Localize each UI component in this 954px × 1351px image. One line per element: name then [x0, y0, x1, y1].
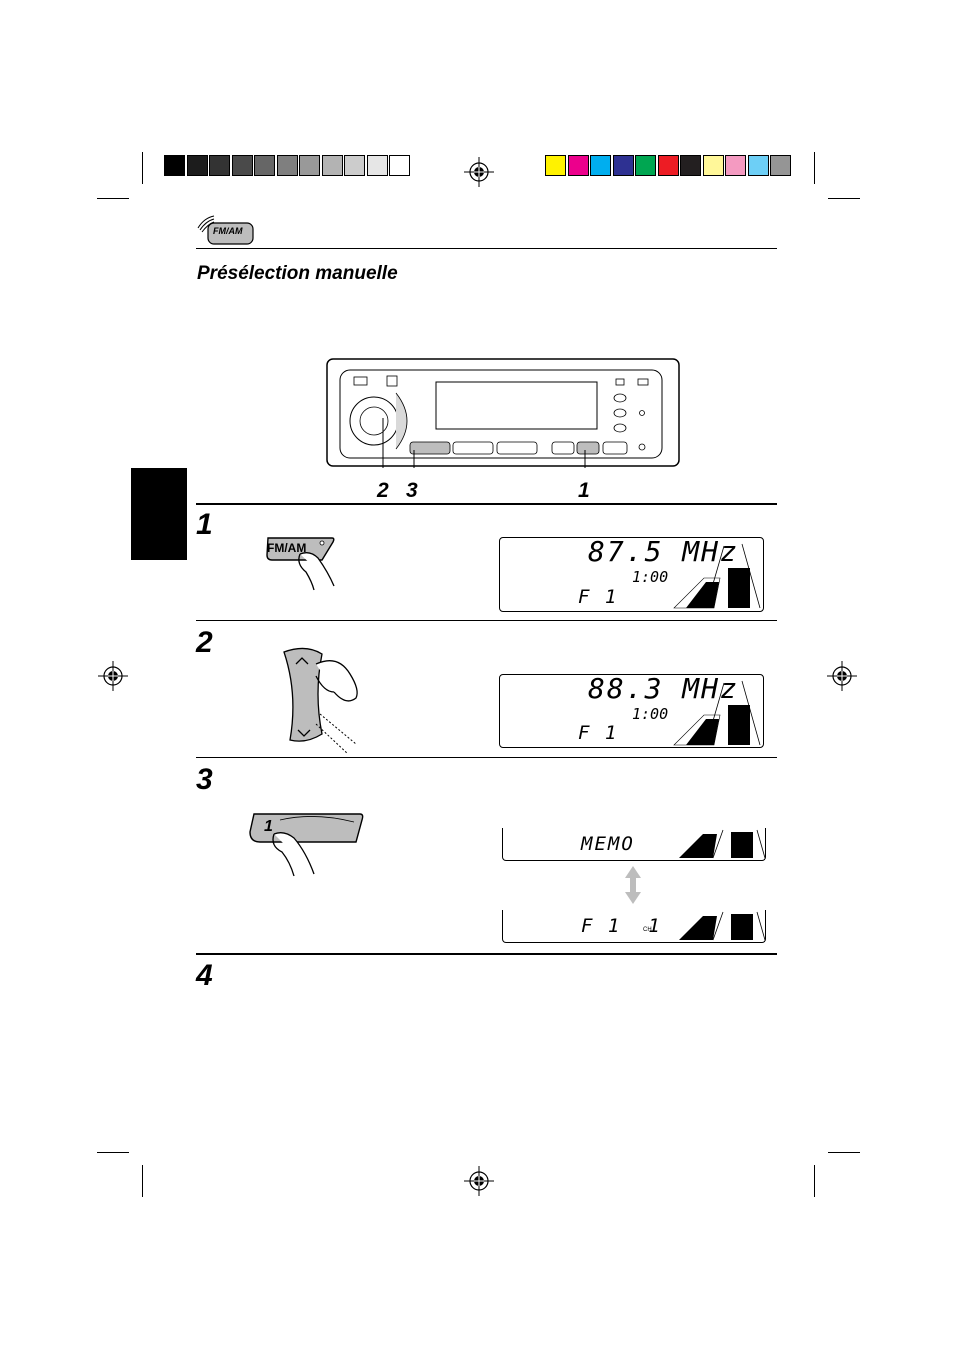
- registration-mark-icon: [98, 661, 128, 691]
- language-side-tab: [131, 468, 187, 560]
- lcd-display-step2: 88.3 MHz 1:00 F 1: [499, 672, 764, 748]
- section-title: Présélection manuelle: [197, 263, 398, 284]
- header-rule: [196, 248, 777, 249]
- crop-mark: [828, 1152, 860, 1153]
- calibration-swatch: [747, 155, 769, 176]
- step-divider: [196, 620, 777, 621]
- step-divider: [196, 953, 777, 955]
- finger-press-icon: [266, 537, 335, 591]
- registration-mark-icon: [464, 157, 494, 187]
- calibration-swatch: [725, 155, 746, 176]
- step-divider: [196, 757, 777, 758]
- calibration-swatch: [276, 155, 298, 176]
- signal-strength-icon: [673, 680, 761, 746]
- calibration-swatch: [209, 155, 230, 176]
- finger-press-icon: [249, 813, 364, 877]
- calibration-swatch: [366, 155, 388, 176]
- lcd-clock: 1:00: [632, 568, 669, 586]
- step-divider: [196, 503, 777, 505]
- lcd-frequency: 87.5 MHz: [588, 535, 739, 568]
- crop-mark: [828, 198, 860, 199]
- calibration-swatch: [770, 155, 791, 176]
- step-number-1: 1: [196, 508, 213, 541]
- registration-mark-icon: [464, 1166, 494, 1196]
- preset-button-label: 1: [264, 818, 273, 835]
- lcd-band: F 1: [578, 586, 619, 608]
- calibration-swatch: [164, 155, 185, 176]
- signal-strength-icon: [679, 829, 766, 859]
- fm-am-header-label: FM/AM: [213, 226, 243, 236]
- preset-button-illustration: 1: [244, 810, 368, 878]
- calibration-swatch: [567, 155, 589, 176]
- calibration-swatch: [321, 155, 343, 176]
- lcd-memo-text: MEMO: [581, 833, 635, 855]
- registration-mark-icon: [827, 661, 857, 691]
- calibration-swatch: [635, 155, 656, 176]
- callout-number-3: 3: [406, 479, 418, 502]
- calibration-swatch: [299, 155, 320, 176]
- calibration-swatch: [680, 155, 701, 176]
- lcd-display-memo: MEMO: [502, 828, 766, 861]
- crop-mark: [814, 152, 815, 184]
- crop-mark: [142, 152, 143, 184]
- signal-strength-icon: [673, 543, 761, 609]
- calibration-swatch: [344, 155, 365, 176]
- calibration-swatch: [702, 155, 724, 176]
- lcd-display-preset: F 1 1 CH: [502, 910, 766, 943]
- calibration-swatch: [590, 155, 611, 176]
- radio-waves-icon: [197, 215, 254, 245]
- calibration-swatch: [186, 155, 208, 176]
- calibration-swatch: [389, 155, 410, 176]
- lcd-clock: 1:00: [632, 705, 669, 723]
- calibration-swatch: [612, 155, 634, 176]
- crop-mark: [97, 198, 129, 199]
- fm-am-button-label: FM/AM: [267, 541, 307, 555]
- calibration-swatch: [545, 155, 566, 176]
- step-number-3: 3: [196, 763, 213, 796]
- step-number-4: 4: [196, 959, 213, 992]
- callout-number-2: 2: [377, 479, 389, 502]
- calibration-swatch: [254, 155, 275, 176]
- calibration-swatch: [657, 155, 679, 176]
- calibration-swatch: [231, 155, 253, 176]
- callout-number-1: 1: [578, 479, 590, 502]
- lcd-frequency: 88.3 MHz: [588, 672, 739, 705]
- crop-mark: [142, 1165, 143, 1197]
- alternating-arrow-icon: [625, 866, 641, 904]
- crop-mark: [814, 1165, 815, 1197]
- step-number-2: 2: [196, 626, 213, 659]
- lcd-channel-unit: CH: [643, 927, 652, 933]
- crop-mark: [97, 1152, 129, 1153]
- fm-am-button-illustration: FM/AM: [262, 532, 342, 594]
- lcd-preset-text: F 1 1: [581, 915, 662, 937]
- lcd-display-step1: 87.5 MHz 1:00 F 1: [499, 535, 764, 612]
- lcd-band: F 1: [578, 722, 619, 744]
- car-stereo-panel-illustration: [326, 358, 680, 468]
- fm-am-header-icon: FM/AM: [196, 214, 256, 246]
- up-down-seek-button-illustration: [283, 647, 358, 754]
- signal-strength-icon: [679, 911, 766, 941]
